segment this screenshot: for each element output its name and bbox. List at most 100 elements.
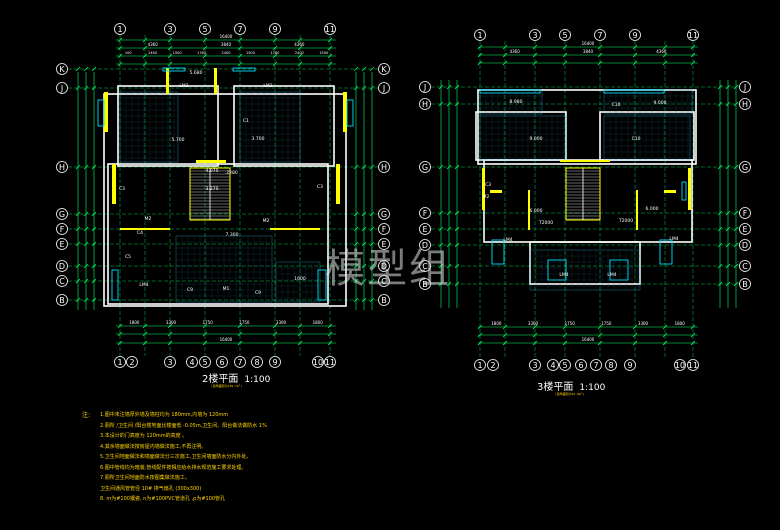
note-line: 7.厕所卫生间地面防水按图集做法施工。: [100, 475, 190, 481]
dimension-tick: [75, 211, 81, 217]
dimension-tick: [562, 332, 568, 338]
axis-bubble-left-circle: [56, 208, 68, 220]
dimension-tick: [690, 60, 696, 66]
structural-wall: [120, 228, 170, 230]
dimension-tick: [202, 331, 208, 337]
dimension-tick: [202, 53, 208, 59]
dimension-tick: [369, 241, 375, 247]
room-label: 1600: [294, 276, 306, 282]
axis-bubble-bottom: 5: [562, 361, 567, 370]
structural-wall: [104, 92, 108, 132]
axis-bubble-top-circle: [629, 29, 641, 41]
axis-bubble-bottom: 4: [550, 361, 555, 370]
dimension-tick: [117, 45, 123, 51]
dimension-bottom: 1750: [239, 320, 250, 325]
axis-bubble-top: 11: [325, 25, 335, 34]
dimension-tick: [91, 211, 97, 217]
axis-bubble-left-circle: [56, 63, 68, 75]
axis-bubble-right-circle: [739, 161, 751, 173]
window: [232, 67, 256, 72]
dimension-tick: [142, 61, 148, 67]
axis-bubble-right: D: [742, 241, 748, 250]
axis-bubble-bottom: 1: [117, 358, 122, 367]
dimension-tick: [438, 242, 444, 248]
window: [491, 239, 505, 265]
room-label: LM2: [179, 83, 188, 89]
dimension-tick: [454, 164, 460, 170]
axis-bubble-left-circle: [419, 81, 431, 93]
axis-bubble-right-circle: [378, 260, 390, 272]
dimension-tick: [632, 324, 638, 330]
dimension-tick: [83, 263, 89, 269]
axis-bubble-bottom-circle: [674, 359, 686, 371]
axis-bubble-right-circle: [378, 82, 390, 94]
dimension-tick: [502, 52, 508, 58]
dimension-tick: [83, 85, 89, 91]
room-label: C3: [119, 186, 125, 192]
dimension-tick: [272, 37, 278, 43]
room-label: M2: [263, 218, 270, 224]
dimension-tick: [502, 332, 508, 338]
room-label: 2280: [226, 170, 238, 176]
dimension-tick: [361, 241, 367, 247]
axis-bubble-bottom-circle: [324, 356, 336, 368]
watermark-text: 模型组: [325, 246, 451, 292]
axis-bubble-top-circle: [687, 29, 699, 41]
axis-bubble-bottom: 3: [167, 358, 172, 367]
dimension-tick: [361, 297, 367, 303]
axis-bubble-left-circle: [56, 294, 68, 306]
axis-bubble-left: K: [59, 65, 65, 74]
axis-bubble-bottom: 7: [593, 361, 598, 370]
note-line: 4.其余墙面做法按房屋内墙做法施工,不再注明。: [100, 443, 207, 450]
dimension-tick: [237, 37, 243, 43]
dimension-tick: [167, 53, 173, 59]
dimension-tick: [369, 164, 375, 170]
dimension-tick: [597, 60, 603, 66]
dimension-tick: [733, 263, 739, 269]
dimension-tick: [725, 242, 731, 248]
axis-bubble-right-circle: [378, 223, 390, 235]
axis-bubble-left: C: [422, 262, 428, 271]
axis-bubble-right: J: [743, 83, 746, 92]
axis-bubble-bottom-circle: [547, 359, 559, 371]
dimension-top: 4360: [656, 49, 667, 54]
dimension-tick: [454, 281, 460, 287]
second-floor-scale: 1:100: [244, 375, 271, 385]
dimension-top: 4360: [294, 42, 305, 47]
dimension-tick: [353, 278, 359, 284]
axis-bubble-left: H: [422, 100, 428, 109]
dimension-tick: [91, 297, 97, 303]
dimension-tick: [717, 164, 723, 170]
dimension-tick: [532, 52, 538, 58]
dimension-tick: [297, 331, 303, 337]
window: [346, 99, 354, 127]
dimension-tick: [167, 45, 173, 51]
note-line: 卫生间通风管管径 10# 排气扇孔 (300x300): [100, 485, 202, 492]
dimension-tick: [662, 52, 668, 58]
axis-bubble-bottom-circle: [312, 356, 324, 368]
wall-outline: [599, 111, 695, 161]
axis-bubble-top: 1: [477, 31, 482, 40]
dimension-tick: [117, 323, 123, 329]
axis-bubble-bottom-circle: [487, 359, 499, 371]
wall-outline: [233, 85, 335, 167]
second-floor-area-note: (建筑面积为139.7m²): [211, 384, 243, 388]
dimension-bottom: 3300: [528, 321, 539, 326]
window: [317, 269, 327, 301]
room-label: M1: [223, 286, 230, 292]
dimension-top: 3840: [583, 49, 594, 54]
window: [681, 181, 687, 201]
dimension-tick: [733, 101, 739, 107]
dimension-tick: [361, 211, 367, 217]
axis-bubble-left: C: [59, 277, 65, 286]
axis-bubble-left-circle: [56, 82, 68, 94]
dimension-tick: [454, 263, 460, 269]
axis-bubble-bottom: 8: [608, 361, 613, 370]
dimension-tick: [725, 101, 731, 107]
dimension-tick: [690, 52, 696, 58]
dimension-tick: [361, 164, 367, 170]
room-label: 7.300: [226, 232, 239, 238]
axis-bubble-right: C: [381, 277, 387, 286]
axis-bubble-right: E: [381, 240, 386, 249]
